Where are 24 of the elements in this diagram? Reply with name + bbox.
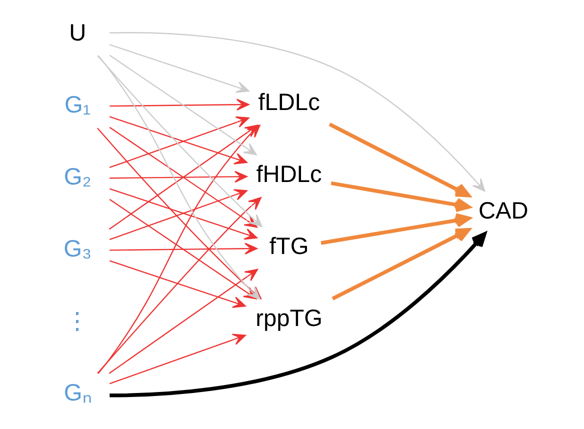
node-text: CAD	[478, 198, 528, 225]
node-text: G₃	[64, 236, 92, 262]
arrow	[110, 170, 248, 183]
arrow	[109, 44, 250, 93]
node-text: Gₙ	[64, 380, 92, 407]
node-text: fTG	[269, 234, 309, 260]
arrow	[332, 228, 470, 300]
arrow	[110, 232, 486, 398]
arrow	[328, 122, 470, 198]
node-text: fLDLc	[258, 90, 320, 116]
node-text: fHDLc	[256, 162, 322, 188]
node-text: G₁	[64, 92, 91, 118]
arrow	[109, 260, 246, 308]
node-text: rppTG	[256, 306, 323, 332]
arrow	[110, 32, 486, 192]
arrow	[320, 213, 470, 245]
node-text: G₂	[64, 164, 92, 190]
arrow	[109, 54, 257, 156]
arrow	[330, 181, 470, 212]
arrow	[110, 98, 250, 111]
arrow	[109, 334, 246, 384]
node-text: U	[69, 20, 86, 46]
arrow	[110, 242, 258, 255]
label: ⋮	[66, 308, 90, 334]
